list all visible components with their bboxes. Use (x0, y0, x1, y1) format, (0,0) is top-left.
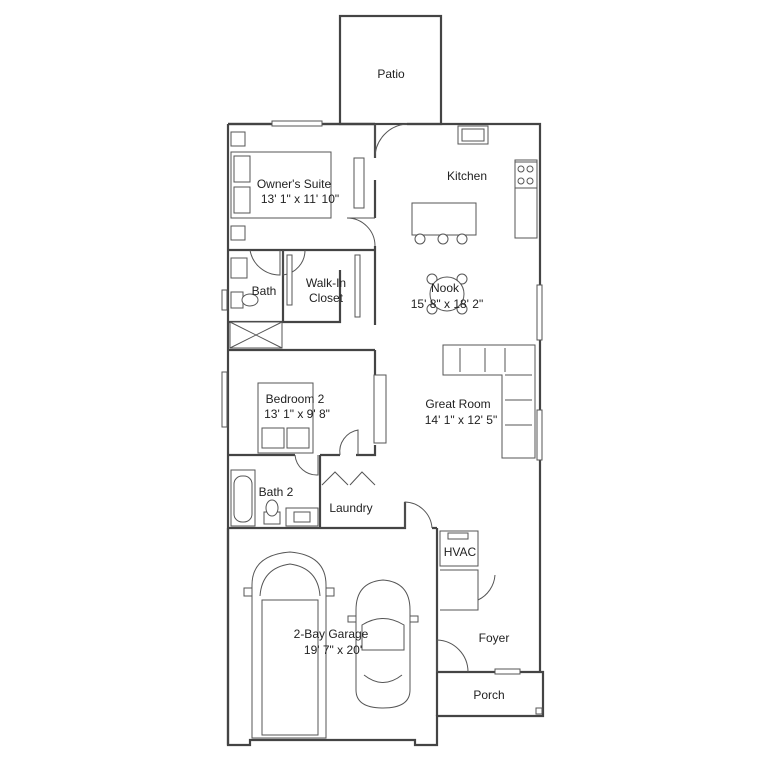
closet-shelf-icon (286, 254, 293, 306)
burner-icon (526, 165, 534, 173)
dims-nook: 15' 8" x 18' 2" (411, 297, 483, 311)
basin-icon (293, 511, 311, 523)
closet-shelf-icon (354, 254, 361, 318)
nightstand-icon (230, 225, 246, 241)
window-icon (221, 371, 228, 428)
burner-icon (517, 177, 525, 185)
door-bath (249, 249, 281, 276)
window-icon (494, 668, 521, 675)
toilet-bowl-icon (265, 499, 279, 517)
label-walk-in: Walk-In (306, 276, 346, 290)
pillow-icon (261, 427, 285, 449)
sectional-sofa-icon (442, 344, 536, 459)
label-foyer: Foyer (479, 631, 510, 645)
patio-outline (338, 14, 443, 126)
door-patio (374, 123, 408, 159)
pillow-icon (233, 155, 251, 183)
label-patio: Patio (377, 67, 405, 81)
stool-icon (456, 233, 468, 245)
label-great-room: Great Room (425, 397, 490, 411)
sink-icon (285, 507, 319, 527)
window-icon (271, 120, 323, 127)
dims-owners-suite: 13' 1" x 11' 10" (261, 192, 339, 206)
dims-garage: 19' 7" x 20' (304, 643, 362, 657)
label-hvac: HVAC (444, 545, 477, 559)
door-front (436, 639, 469, 673)
dims-great-room: 14' 1" x 12' 5" (425, 413, 497, 427)
window-icon (536, 284, 543, 341)
dining-chair-icon (456, 303, 468, 315)
stove-icon (514, 161, 538, 189)
sink-icon (457, 125, 489, 145)
window-icon (536, 409, 543, 461)
stool-icon (437, 233, 449, 245)
label-bath: Bath (252, 284, 277, 298)
dining-table-icon (429, 276, 465, 312)
closet-lines (440, 569, 479, 611)
door-garage-laundry (404, 501, 433, 529)
door-closet (282, 249, 306, 276)
hvac-unit-icon (439, 530, 479, 567)
label-bath2: Bath 2 (259, 485, 294, 499)
basin-icon (461, 128, 485, 142)
pillow-icon (233, 186, 251, 214)
label-closet: Closet (309, 291, 344, 305)
door-laundry-bifold (321, 471, 376, 486)
sofa-cushion-lines (459, 348, 532, 426)
porch-post-icon (535, 707, 543, 715)
toilet-bowl-icon (241, 293, 259, 307)
dims-bedroom2: 13' 1" x 9' 8" (264, 407, 330, 421)
kitchen-island-icon (411, 202, 477, 236)
dresser-icon (373, 374, 387, 444)
bathtub-inner-icon (233, 475, 253, 523)
car-icon (347, 579, 419, 709)
nightstand-icon (230, 131, 246, 147)
pillow-icon (286, 427, 310, 449)
shower-x-icon (229, 321, 283, 349)
bed-icon (257, 382, 314, 454)
door-bath2 (294, 454, 319, 476)
label-nook: Nook (431, 281, 460, 295)
stool-icon (414, 233, 426, 245)
burner-icon (517, 165, 525, 173)
bed-icon (230, 151, 332, 219)
door-bedroom2 (339, 429, 359, 456)
truck-icon (243, 551, 335, 739)
label-laundry: Laundry (329, 501, 372, 515)
hvac-vent-icon (447, 532, 469, 540)
label-bedroom2: Bedroom 2 (266, 392, 325, 406)
toilet-icon (230, 291, 244, 309)
label-owners-suite: Owner's Suite (257, 177, 332, 191)
label-porch: Porch (473, 688, 504, 702)
door-foyer (477, 570, 496, 601)
dining-chair-icon (426, 273, 438, 285)
sink-icon (230, 257, 248, 279)
dresser-icon (353, 157, 365, 209)
label-garage: 2-Bay Garage (294, 627, 369, 641)
label-kitchen: Kitchen (447, 169, 487, 183)
door-owners-suite (346, 217, 376, 247)
window-icon (221, 289, 228, 311)
burner-icon (526, 177, 534, 185)
dining-chair-icon (426, 303, 438, 315)
dining-chair-icon (456, 273, 468, 285)
